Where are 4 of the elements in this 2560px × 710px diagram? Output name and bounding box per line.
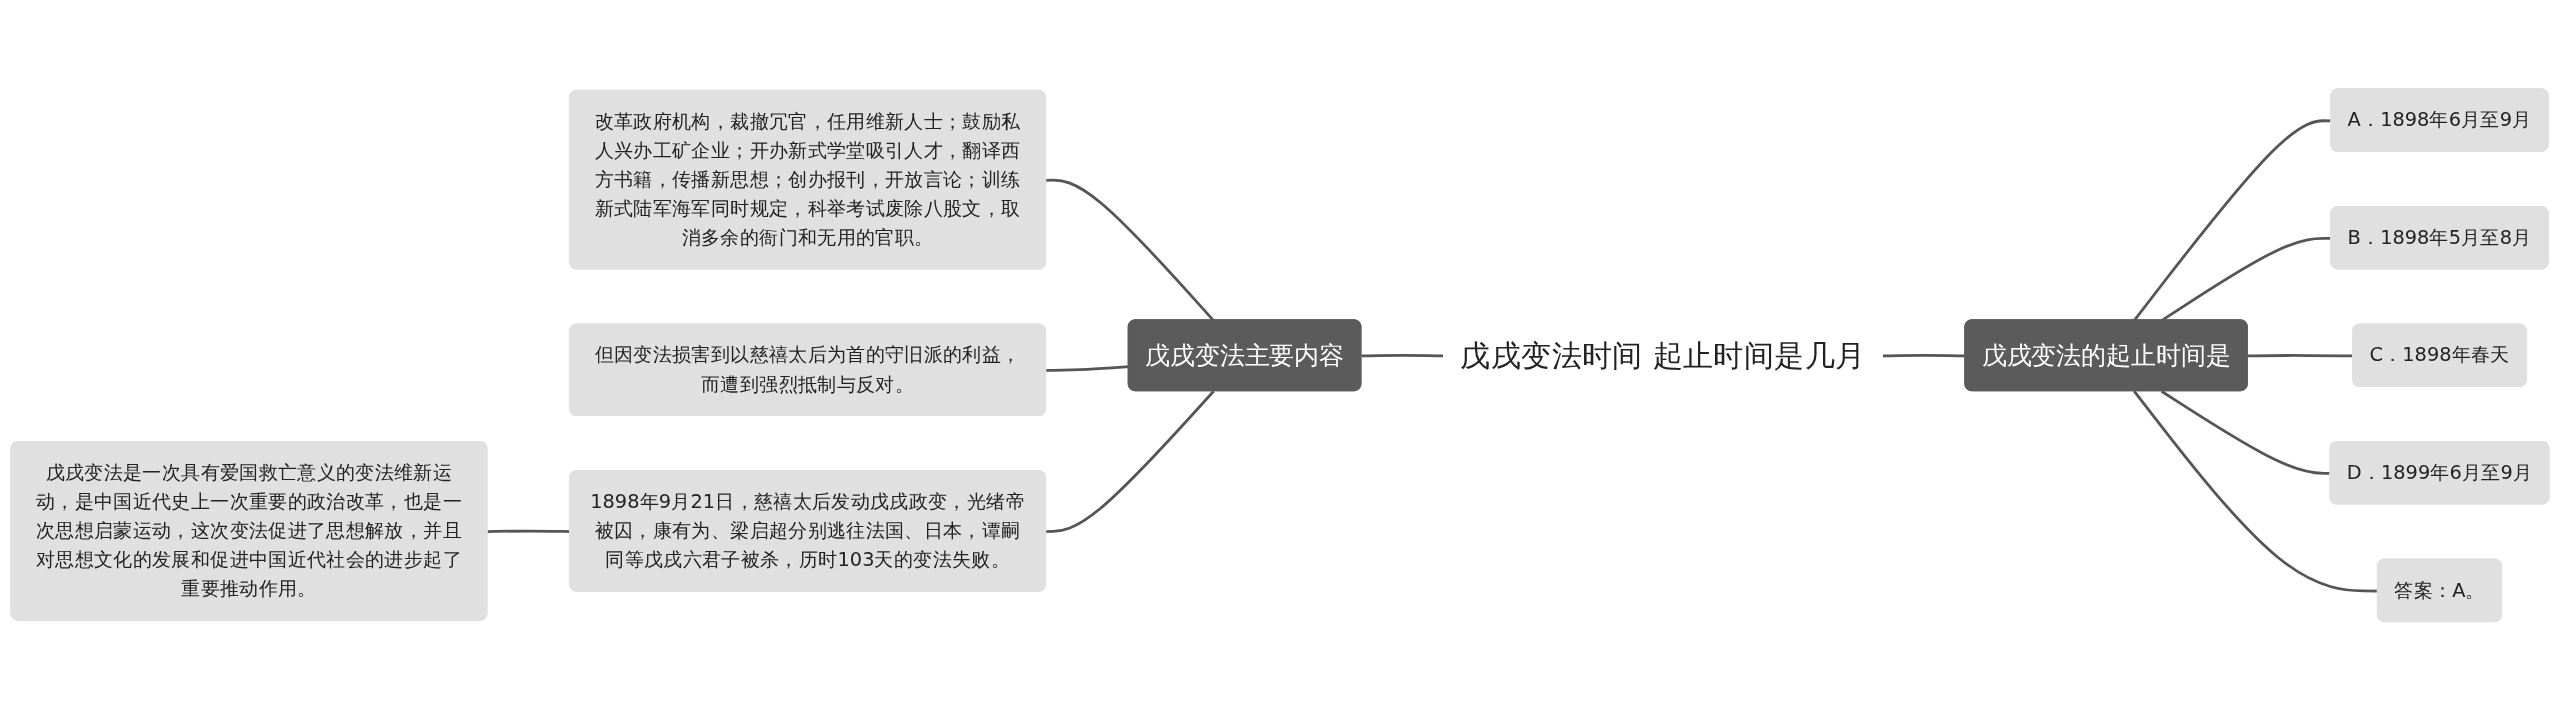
connector [1046, 390, 1215, 533]
node-text: 戊戌变法时间 起止时间是几月 [1460, 337, 1866, 373]
connector [2160, 389, 2331, 475]
connector [1882, 353, 1966, 358]
